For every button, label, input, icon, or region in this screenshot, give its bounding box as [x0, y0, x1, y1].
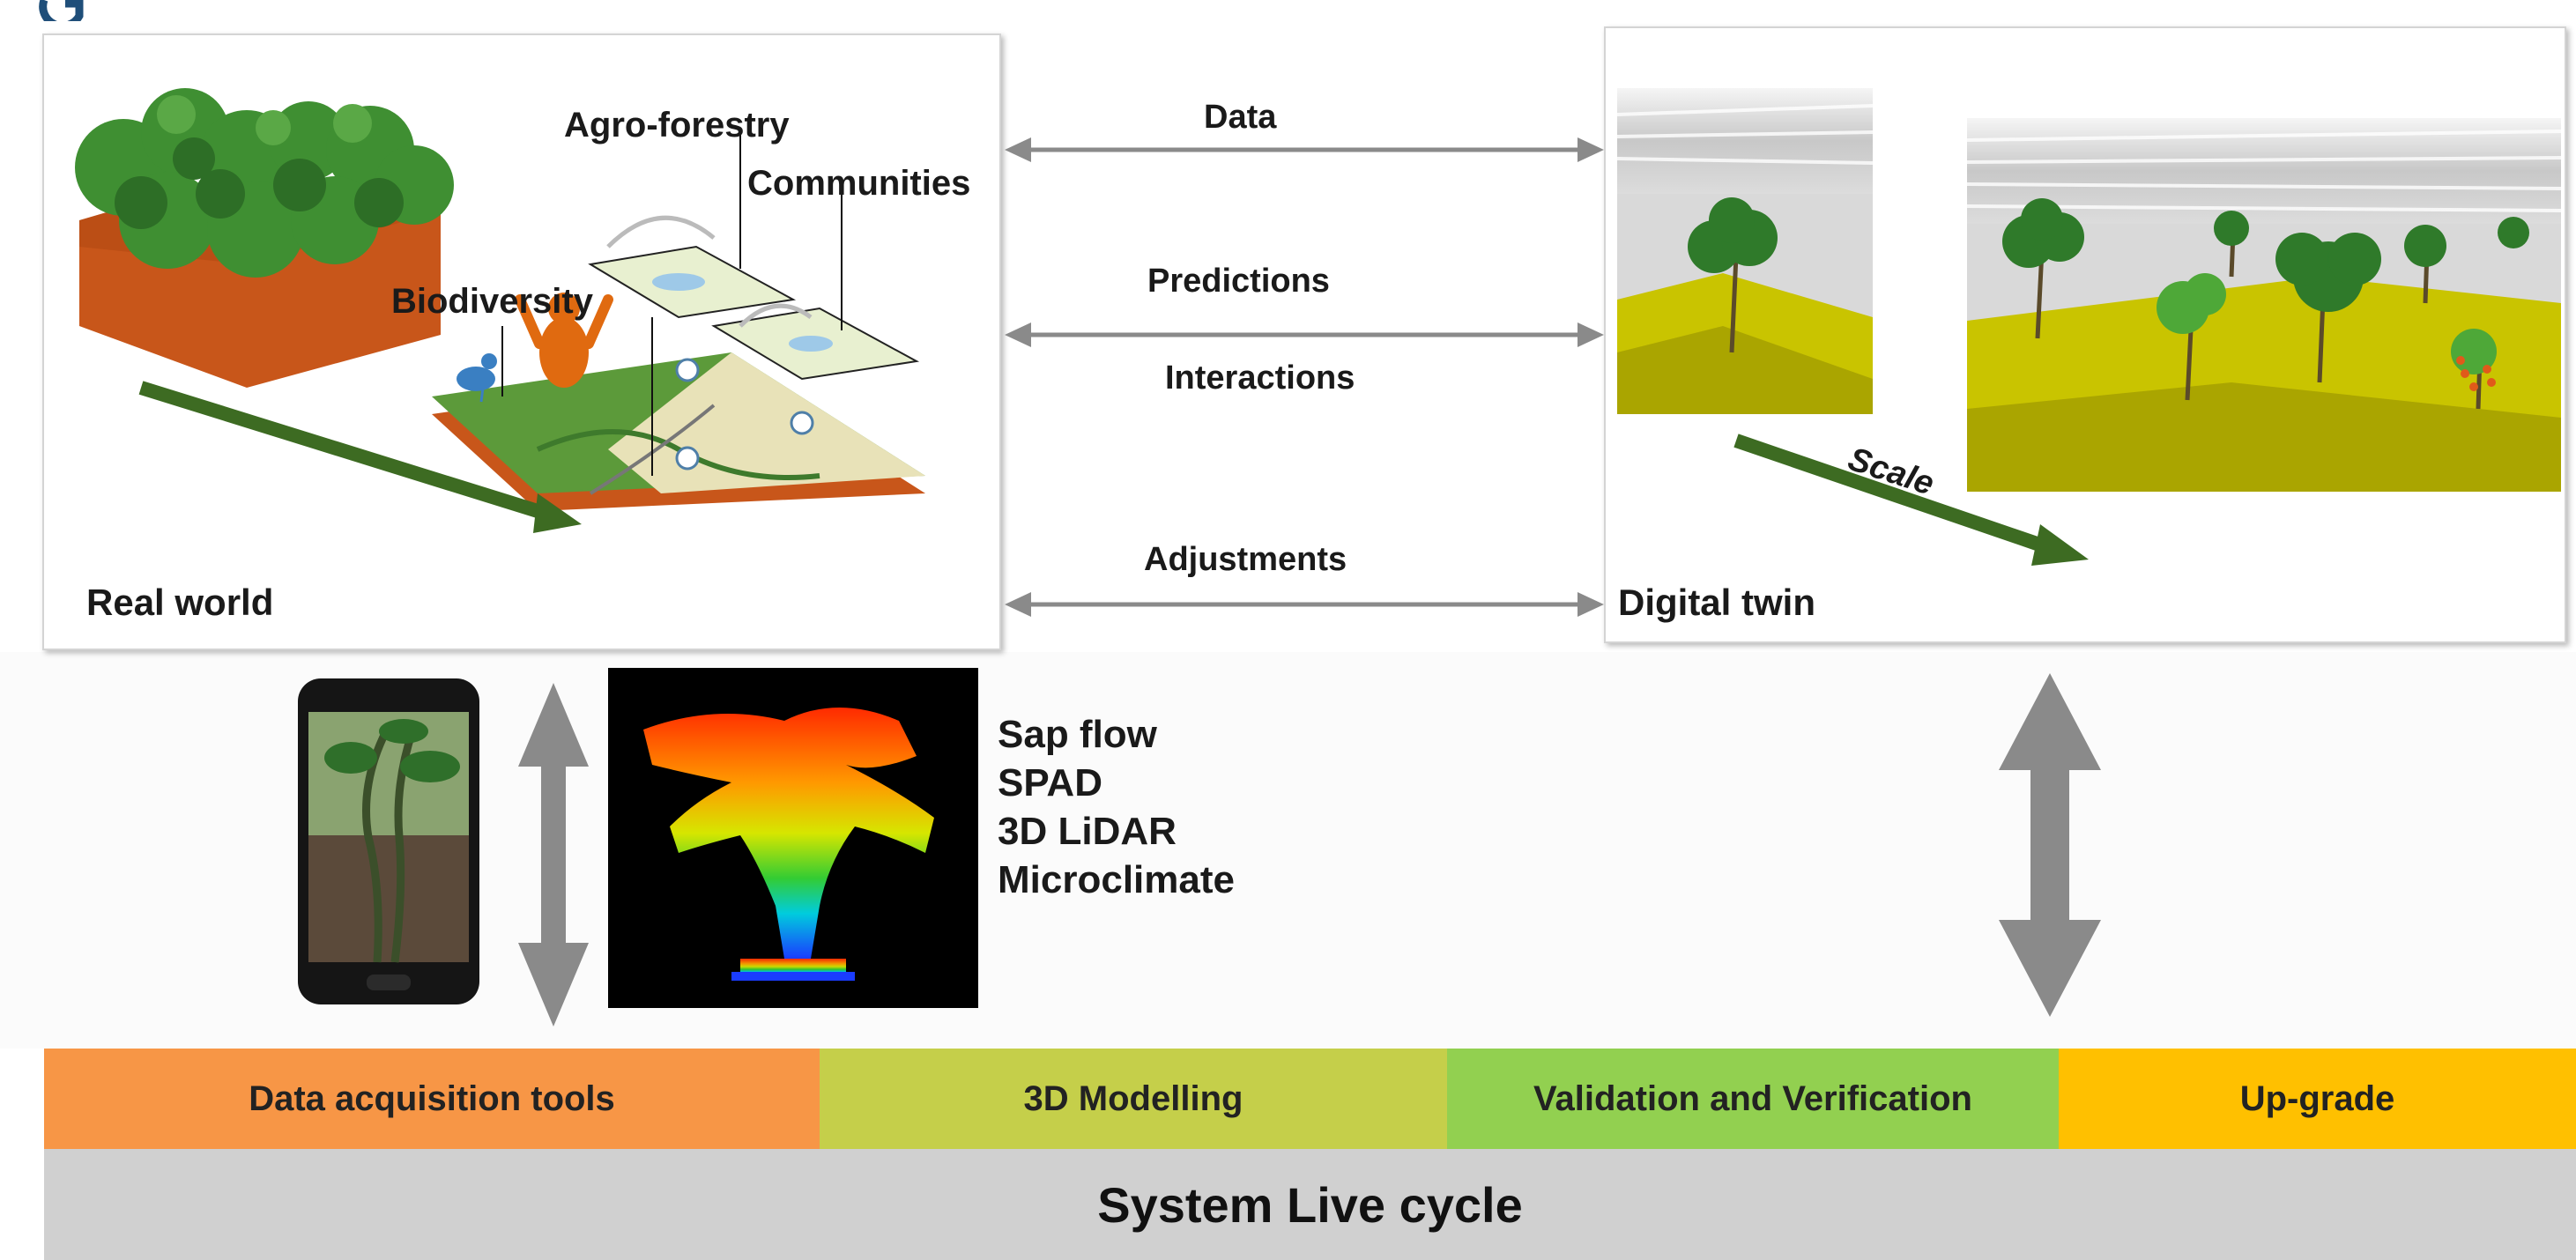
- real-world-green-arrow: [138, 381, 582, 533]
- stage-validation-verification: Validation and Verification: [1447, 1049, 2059, 1149]
- label-data: Data: [1204, 99, 1277, 136]
- system-life-cycle-label: System Live cycle: [44, 1149, 2576, 1260]
- sensor-item: SPAD: [998, 761, 1102, 804]
- upgrade-vertical-arrow: [1999, 673, 2101, 1017]
- real-world-illustration: [75, 88, 925, 533]
- title-fragment-icon: [39, 0, 84, 21]
- label-adjustments: Adjustments: [1144, 541, 1347, 578]
- digital-twin-scene-small: [1617, 88, 1873, 414]
- sensor-list: Sap flow SPAD 3D LiDAR Microclimate: [998, 710, 1235, 904]
- forest-block: [75, 88, 454, 388]
- smartphone-icon: [298, 678, 479, 1004]
- sensor-item: 3D LiDAR: [998, 810, 1177, 853]
- digital-twin-title: Digital twin: [1618, 582, 1815, 623]
- sensor-item: Microclimate: [998, 858, 1235, 901]
- connector-arrows: [1005, 137, 1604, 617]
- stage-data-acquisition: Data acquisition tools: [44, 1049, 820, 1149]
- real-world-title: Real world: [86, 582, 274, 623]
- stage-3d-modelling: 3D Modelling: [820, 1049, 1447, 1149]
- landscape-slab: [432, 352, 925, 511]
- label-biodiversity: Biodiversity: [391, 282, 593, 321]
- sensor-item: Sap flow: [998, 713, 1157, 756]
- bird-icon: [457, 353, 497, 403]
- orangutan-icon: [515, 293, 613, 388]
- digital-twin-green-arrow: [1733, 434, 2089, 566]
- acquisition-vertical-arrow: [518, 683, 589, 1027]
- label-interactions: Interactions: [1165, 359, 1355, 397]
- digital-twin-scene-large: [1967, 118, 2561, 492]
- label-agroforestry: Agro-forestry: [564, 106, 790, 145]
- lidar-point-cloud-image: [608, 668, 978, 1008]
- label-communities: Communities: [747, 164, 971, 203]
- stage-upgrade: Up-grade: [2059, 1049, 2576, 1149]
- floating-planes: [588, 215, 920, 381]
- label-predictions: Predictions: [1147, 263, 1330, 300]
